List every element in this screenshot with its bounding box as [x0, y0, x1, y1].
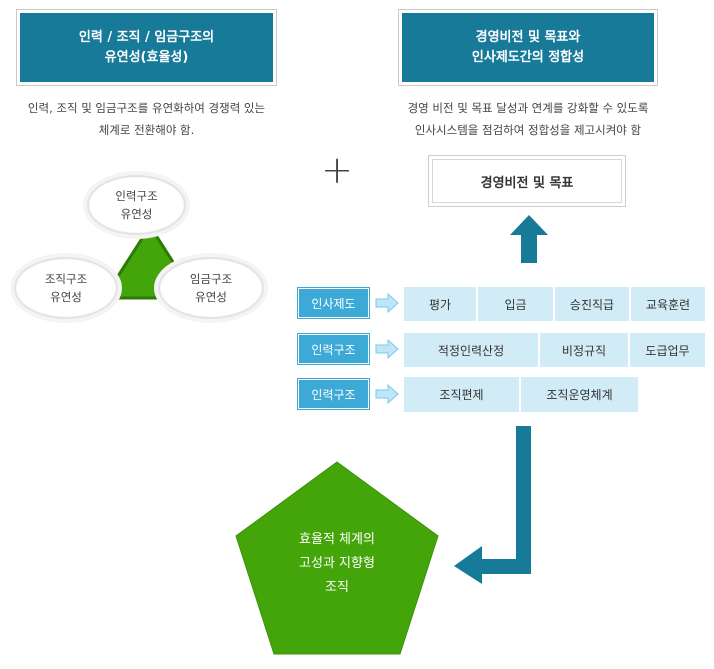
left-description: 인력, 조직 및 임금구조를 유연화하여 경쟁력 있는 체계로 전환해야 함.: [0, 97, 293, 141]
right-description: 경영 비전 및 목표 달성과 연계를 강화할 수 있도록 인사시스템을 점검하여…: [372, 97, 684, 141]
cell-evaluation: 평가: [404, 287, 476, 321]
oval-organization-line2: 유연성: [50, 290, 82, 304]
right-title-line2: 인사제도간의 정합성: [471, 49, 585, 65]
left-desc-line2: 체계로 전환해야 함.: [98, 123, 195, 137]
cell-training: 교육훈련: [631, 287, 705, 321]
result-line2: 고성과 지향형: [299, 556, 375, 571]
cell-org-operation: 조직운영체계: [521, 377, 638, 412]
oval-wage-line2: 유연성: [195, 290, 227, 304]
row-arrow-icon: [375, 339, 399, 359]
row-arrow-icon: [375, 384, 399, 404]
cell-org-structure: 조직편제: [404, 377, 519, 412]
left-title-line2: 유연성(효율성): [104, 49, 189, 65]
row-label-workforce-structure-2: 인력구조: [297, 378, 370, 410]
oval-wage-line1: 임금구조: [189, 272, 233, 286]
result-text: 효율적 체계의 고성과 지향형 조직: [262, 528, 412, 600]
oval-workforce-line1: 인력구조: [115, 189, 158, 203]
right-title-box: 경영비전 및 목표와 인사제도간의 정합성: [398, 9, 658, 86]
up-arrow-icon: [510, 215, 548, 263]
result-pentagon: [235, 461, 439, 655]
oval-workforce-line2: 유연성: [120, 207, 153, 221]
cell-promotion-grade: 승진직급: [555, 287, 629, 321]
oval-organization-line1: 조직구조: [44, 272, 88, 286]
oval-wage-flexibility: 임금구조 유연성: [158, 257, 264, 319]
elbow-arrow-icon: [454, 426, 531, 584]
left-title: 인력 / 조직 / 임금구조의 유연성(효율성): [20, 13, 273, 82]
plus-symbol: +: [321, 148, 353, 192]
right-desc-line1: 경영 비전 및 목표 달성과 연계를 강화할 수 있도록: [407, 101, 649, 115]
oval-organization-flexibility: 조직구조 유연성: [14, 257, 118, 319]
result-line3: 조직: [325, 580, 349, 595]
left-title-box: 인력 / 조직 / 임금구조의 유연성(효율성): [16, 9, 277, 86]
cell-staffing-calc: 적정인력산정: [404, 333, 538, 367]
right-title-line1: 경영비전 및 목표와: [475, 29, 581, 45]
row-label-hr-system: 인사제도: [297, 287, 370, 319]
row-arrow-icon: [375, 293, 399, 313]
result-line1: 효율적 체계의: [299, 532, 375, 547]
cell-wage: 입금: [478, 287, 553, 321]
row-label-workforce-structure: 인력구조: [297, 333, 370, 365]
cell-non-regular: 비정규직: [540, 333, 628, 367]
right-desc-line2: 인사시스템을 점검하여 정합성을 제고시켜야 함: [414, 123, 642, 137]
goal-box: 경영비전 및 목표: [428, 155, 626, 207]
goal-label: 경영비전 및 목표: [432, 159, 622, 203]
left-desc-line1: 인력, 조직 및 임금구조를 유연화하여 경쟁력 있는: [27, 101, 266, 115]
cell-outsourcing: 도급업무: [630, 333, 705, 367]
left-title-line1: 인력 / 조직 / 임금구조의: [78, 29, 215, 45]
oval-workforce-flexibility: 인력구조 유연성: [87, 175, 186, 235]
right-title: 경영비전 및 목표와 인사제도간의 정합성: [402, 13, 654, 82]
